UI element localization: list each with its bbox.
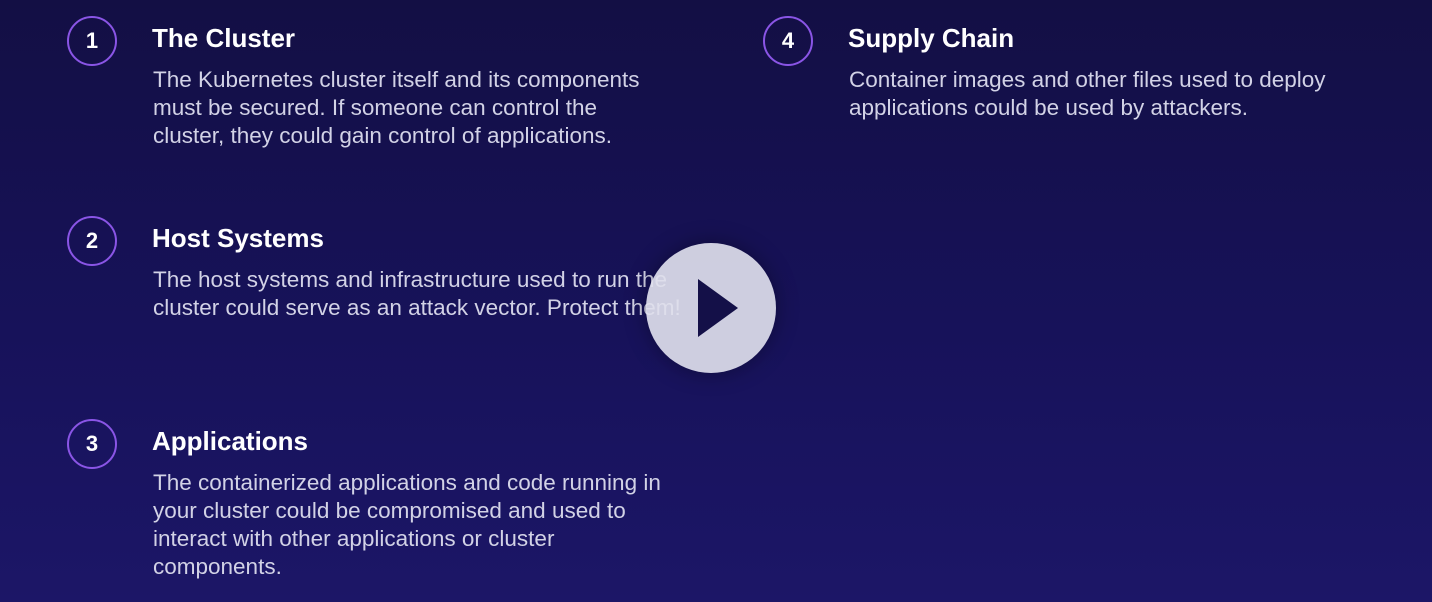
- item-number-badge: 1: [67, 16, 117, 66]
- item-title: The Cluster: [152, 23, 296, 53]
- video-play-button[interactable]: [646, 243, 776, 373]
- item-number-badge: 3: [67, 419, 117, 469]
- item-number-badge: 4: [763, 16, 813, 66]
- item-description: Container images and other files used to…: [849, 67, 1326, 120]
- item-description: The Kubernetes cluster itself and its co…: [153, 67, 640, 148]
- item-title: Host Systems: [152, 223, 324, 253]
- item-number-badge: 2: [67, 216, 117, 266]
- item-title: Applications: [152, 426, 309, 456]
- item-description: The containerized applications and code …: [153, 470, 661, 579]
- play-icon: [698, 279, 738, 337]
- item-description: The host systems and infrastructure used…: [153, 267, 681, 320]
- item-title: Supply Chain: [848, 23, 1015, 53]
